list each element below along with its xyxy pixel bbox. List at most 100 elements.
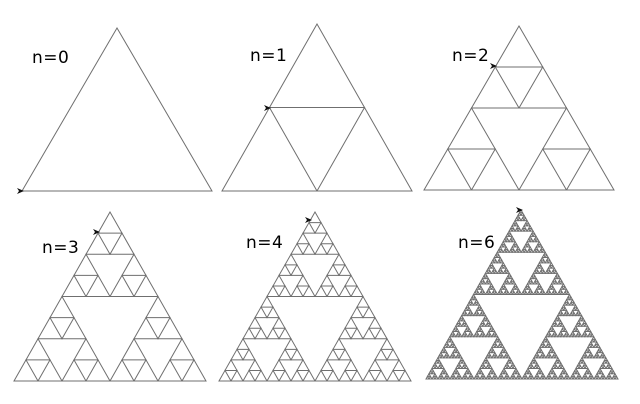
- triangle-edge: [589, 338, 595, 343]
- triangle-edge: [496, 253, 502, 259]
- triangle-edge: [522, 288, 527, 293]
- triangle-edge: [552, 362, 558, 367]
- triangle-edge: [559, 285, 565, 290]
- triangle-edge: [600, 372, 606, 377]
- triangle-edge: [556, 275, 562, 280]
- triangle-edge: [509, 364, 514, 369]
- triangle-edge: [584, 375, 589, 380]
- triangle-edge: [454, 327, 460, 332]
- triangle-edge: [556, 322, 562, 327]
- triangle-edge: [584, 370, 589, 375]
- triangle-edge: [518, 148, 568, 191]
- triangle-edge: [528, 372, 534, 377]
- triangle-edge: [482, 359, 487, 364]
- triangle-edge: [314, 284, 328, 297]
- triangle-edge: [438, 372, 444, 377]
- triangle-edge: [578, 364, 583, 369]
- triangle-edge: [605, 359, 610, 364]
- triangle-edge: [570, 309, 575, 314]
- triangle-edge: [536, 370, 541, 375]
- triangle-edge: [362, 369, 376, 382]
- triangle-edge: [484, 290, 490, 295]
- triangle-edge: [567, 293, 572, 298]
- triangle-edge: [499, 243, 505, 248]
- triangle-edge: [608, 370, 613, 375]
- triangle-edge: [494, 251, 500, 256]
- triangle-edge: [290, 242, 304, 255]
- triangle-edge: [493, 333, 499, 338]
- triangle-edge: [472, 290, 478, 295]
- triangle-edge: [230, 348, 244, 361]
- triangle-edge: [462, 309, 467, 314]
- triangle-edge: [224, 358, 238, 371]
- triangle-edge: [449, 354, 454, 359]
- triangle-edge: [326, 369, 340, 382]
- triangle-edge: [595, 343, 601, 348]
- triangle-edge: [548, 261, 554, 266]
- triangle-edge: [296, 274, 310, 287]
- triangle-edge: [541, 290, 547, 295]
- triangle-edge: [505, 248, 511, 253]
- triangle-edge: [508, 275, 514, 280]
- triangle-edge: [488, 375, 493, 380]
- triangle-edge: [476, 370, 481, 375]
- triangle-edge: [487, 269, 493, 274]
- triangle-edge: [514, 222, 519, 227]
- triangle-edge: [614, 375, 619, 380]
- triangle-edge: [487, 348, 493, 354]
- triangle-edge: [534, 372, 540, 377]
- triangle-edge: [600, 351, 606, 356]
- triangle-edge: [553, 290, 559, 295]
- triangle-edge: [487, 322, 493, 327]
- triangle-edge: [525, 367, 531, 372]
- triangle-edge: [535, 264, 541, 269]
- triangle-edge: [453, 367, 459, 372]
- triangle-edge: [97, 210, 123, 234]
- triangle-edge: [544, 333, 550, 338]
- triangle-edge: [474, 330, 480, 335]
- triangle-edge: [475, 306, 481, 311]
- triangle-edge: [230, 369, 244, 382]
- triangle-edge: [572, 375, 577, 380]
- triangle-edge: [539, 354, 544, 359]
- triangle-edge: [492, 351, 498, 356]
- triangle-edge: [571, 306, 577, 311]
- triangle-edge: [571, 311, 577, 317]
- triangle-edge: [242, 327, 256, 340]
- triangle-edge: [544, 343, 550, 348]
- triangle-edge: [530, 230, 536, 235]
- triangle-edge: [451, 348, 457, 354]
- triangle-edge: [538, 348, 544, 354]
- triangle-edge: [462, 362, 468, 367]
- triangle-edge: [428, 370, 433, 375]
- triangle-edge: [475, 285, 481, 290]
- triangle-edge: [568, 301, 574, 306]
- triangle-edge: [109, 232, 135, 255]
- triangle-edge: [572, 370, 577, 375]
- triangle-edge: [577, 322, 583, 327]
- triangle-edge: [458, 354, 463, 359]
- triangle-edge: [423, 148, 473, 191]
- triangle-edge: [573, 367, 579, 372]
- triangle-edge: [490, 348, 496, 354]
- triangle-edge: [548, 354, 553, 359]
- triangle-edge: [524, 219, 530, 224]
- triangle-edge: [492, 288, 497, 293]
- triangle-edge: [508, 238, 514, 243]
- triangle-edge: [503, 375, 508, 380]
- triangle-edge: [504, 267, 509, 272]
- triangle-edge: [453, 325, 459, 330]
- triangle-edge: [499, 285, 505, 290]
- triangle-edge: [452, 375, 457, 380]
- triangle-edge: [398, 369, 412, 382]
- triangle-edge: [502, 248, 508, 253]
- triangle-edge: [487, 327, 493, 332]
- triangle-edge: [429, 367, 435, 372]
- triangle-edge: [498, 372, 504, 377]
- triangle-edge: [494, 25, 544, 68]
- triangle-edge: [434, 364, 439, 369]
- triangle-edge: [539, 370, 544, 375]
- triangle-edge: [544, 290, 550, 295]
- triangle-edge: [308, 210, 322, 224]
